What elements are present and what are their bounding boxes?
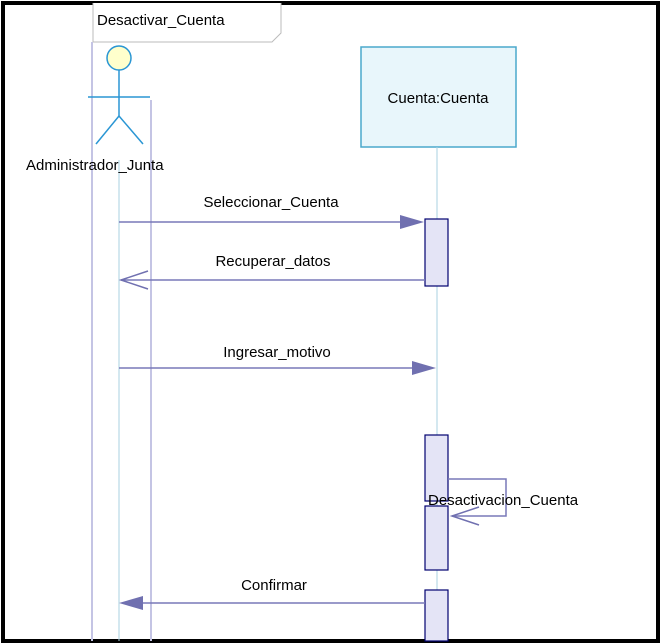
message-seleccionar-cuenta: Seleccionar_Cuenta xyxy=(119,194,424,229)
filled-arrowhead-icon xyxy=(119,596,143,610)
message-confirmar: Confirmar xyxy=(119,577,425,610)
message-label: Ingresar_motivo xyxy=(223,344,331,361)
message-label: Confirmar xyxy=(241,577,307,594)
activation-bar-2 xyxy=(424,434,449,502)
object-label-cuenta: Cuenta:Cuenta xyxy=(388,90,490,107)
message-recuperar-datos: Recuperar_datos xyxy=(118,253,425,290)
filled-arrowhead-icon xyxy=(400,215,424,229)
message-label: Recuperar_datos xyxy=(215,253,330,270)
message-label: Seleccionar_Cuenta xyxy=(203,194,339,211)
message-ingresar-motivo: Ingresar_motivo xyxy=(119,344,436,375)
frame-title-tab xyxy=(92,3,282,43)
frame-title: Desactivar_Cuenta xyxy=(97,12,225,29)
filled-arrowhead-icon xyxy=(412,361,436,375)
actor-name: Administrador_Junta xyxy=(26,157,164,174)
activation-bar-4 xyxy=(424,589,449,642)
message-desactivacion-cuenta: Desactivacion_Cuenta xyxy=(428,478,579,526)
message-label: Desactivacion_Cuenta xyxy=(428,492,579,509)
stick-figure-actor-icon xyxy=(88,45,150,145)
open-arrowhead-icon xyxy=(449,506,480,526)
object-box-cuenta xyxy=(360,46,517,148)
open-arrowhead-icon xyxy=(118,270,149,290)
activation-bar-1 xyxy=(424,218,449,287)
activation-bar-3 xyxy=(424,505,449,571)
